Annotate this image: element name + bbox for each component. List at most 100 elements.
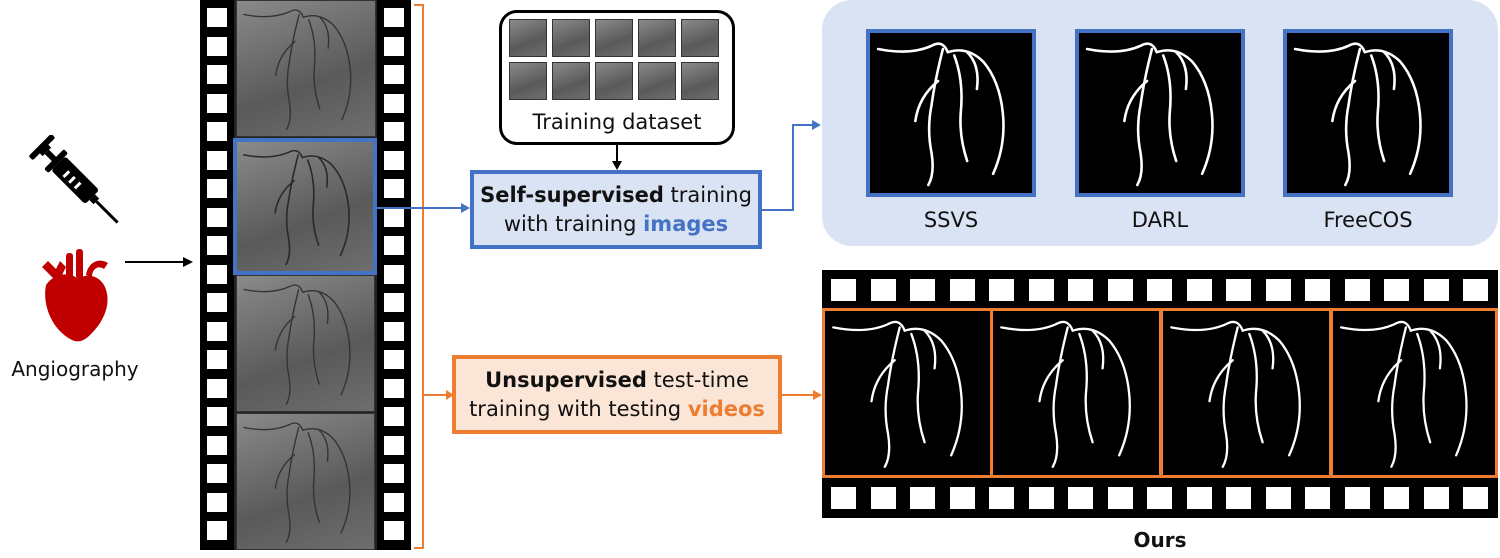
film-hole <box>1147 279 1172 301</box>
film-hole <box>1384 487 1409 509</box>
film-hole <box>207 150 227 170</box>
film-hole <box>384 122 404 141</box>
film-hole <box>384 65 404 84</box>
unsupervised-training-box: Unsupervised test-time training with tes… <box>452 355 782 434</box>
film-hole <box>207 293 227 312</box>
film-hole <box>207 492 227 512</box>
film-hole <box>1305 487 1330 509</box>
angiography-frame <box>236 0 376 137</box>
film-hole <box>207 378 227 398</box>
film-hole <box>1226 279 1251 301</box>
film-hole <box>1068 279 1093 301</box>
angiography-frame <box>236 413 375 550</box>
film-hole <box>384 435 404 455</box>
angiography-frame <box>236 275 375 412</box>
film-hole <box>207 8 227 27</box>
film-hole <box>207 464 227 483</box>
film-hole <box>384 93 404 113</box>
self-supervised-training-box: Self-supervised training with training i… <box>470 170 762 249</box>
film-hole <box>1305 279 1330 301</box>
film-hole <box>1344 487 1370 509</box>
film-hole <box>207 236 227 255</box>
film-hole <box>207 350 227 369</box>
training-thumbnail <box>552 19 590 57</box>
film-hole <box>384 8 404 27</box>
film-hole <box>207 36 227 56</box>
film-hole <box>384 378 404 398</box>
orange-arrow-to-ours <box>782 390 822 400</box>
ours-film-top-sprockets <box>822 270 1498 308</box>
film-hole <box>384 236 404 255</box>
film-hole <box>207 122 227 141</box>
training-thumbnail <box>595 19 633 57</box>
angiography-frame-selected <box>233 138 377 275</box>
film-hole <box>910 487 935 509</box>
film-hole <box>1226 487 1251 509</box>
film-hole <box>1344 279 1370 301</box>
film-hole <box>1463 279 1488 301</box>
baseline-segmentation-darl <box>1075 29 1245 197</box>
film-hole <box>1423 487 1449 509</box>
training-thumbnail <box>552 62 590 100</box>
film-hole <box>384 293 404 312</box>
blue-arrow-to-baselines <box>762 120 821 211</box>
arrow-to-video <box>125 257 193 267</box>
baseline-label: DARL <box>1131 208 1189 232</box>
film-hole <box>870 487 896 509</box>
film-hole <box>207 321 227 341</box>
film-hole <box>207 65 227 84</box>
film-hole <box>207 93 227 113</box>
training-thumbnail <box>681 62 719 100</box>
film-hole <box>207 207 227 227</box>
film-hole <box>1107 279 1133 301</box>
film-hole <box>949 279 975 301</box>
training-dataset-label: Training dataset <box>532 110 702 134</box>
film-hole <box>384 521 404 540</box>
film-hole <box>1028 487 1054 509</box>
film-hole <box>384 150 404 170</box>
orange-bracket <box>414 4 454 549</box>
videos-highlight: videos <box>687 396 765 421</box>
film-hole <box>989 487 1014 509</box>
film-hole <box>384 407 404 426</box>
ours-film-bottom-sprockets <box>822 478 1498 518</box>
syringe-icon <box>29 135 119 224</box>
baseline-label: SSVS <box>923 208 979 232</box>
film-hole <box>1423 279 1449 301</box>
film-hole <box>207 435 227 455</box>
self-supervised-bold: Self-supervised <box>480 182 664 207</box>
ours-segmentation-frame <box>822 308 994 478</box>
film-hole <box>989 279 1014 301</box>
unsupervised-bold: Unsupervised <box>485 367 647 392</box>
film-hole <box>1147 487 1172 509</box>
film-hole <box>1463 487 1488 509</box>
baseline-segmentation-ssvs <box>866 29 1036 197</box>
training-dataset-box: Training dataset <box>499 10 735 145</box>
film-hole <box>870 279 896 301</box>
film-strip-left-sprockets <box>200 0 234 550</box>
training-thumbnail <box>638 19 676 57</box>
film-hole <box>1384 279 1409 301</box>
training-thumbnail <box>595 62 633 100</box>
ours-segmentation-frame <box>1330 308 1498 478</box>
film-hole <box>949 487 975 509</box>
unsupervised-line2: training with testing <box>469 396 688 421</box>
angiography-label: Angiography <box>11 357 139 381</box>
film-hole <box>1068 487 1093 509</box>
film-hole <box>207 264 227 284</box>
training-thumbnail <box>681 19 719 57</box>
unsupervised-text: test-time <box>646 367 749 392</box>
film-hole <box>1107 487 1133 509</box>
film-hole <box>207 521 227 540</box>
film-strip-right-sprockets <box>377 0 411 550</box>
self-supervised-text: training <box>663 182 752 207</box>
film-hole <box>384 464 404 483</box>
ours-segmentation-frame <box>990 308 1162 478</box>
baseline-label: FreeCOS <box>1323 208 1413 232</box>
images-highlight: images <box>643 211 729 236</box>
film-hole <box>384 492 404 512</box>
film-hole <box>384 179 404 198</box>
training-thumbnail <box>509 62 547 100</box>
film-hole <box>207 407 227 426</box>
